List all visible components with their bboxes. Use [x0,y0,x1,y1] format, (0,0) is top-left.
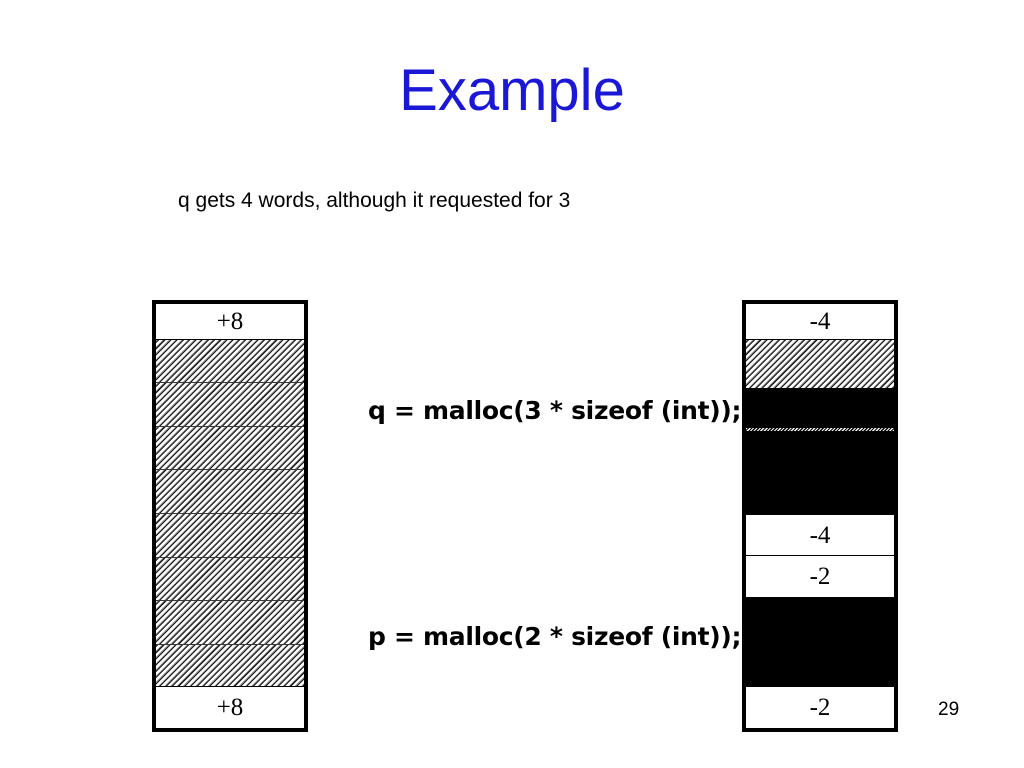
slide-number: 29 [938,699,960,720]
code-line-q-malloc: q = malloc(3 * sizeof (int)); [368,396,742,425]
right-block-q-payload-cell [746,388,894,514]
right-block-q-footer-label: -4 [809,521,831,549]
right-block-p-payload-cell [746,598,894,686]
left-block-payload-cell [156,339,304,384]
left-block-payload-cell [156,557,304,602]
right-block-q-header-label: -4 [809,308,831,335]
right-block-p-footer-cell: -2 [746,686,894,728]
right-block-q-footer-cell: -4 [746,514,894,556]
left-block-header-label: +8 [216,307,244,335]
left-block-payload-cell [156,601,304,645]
left-block-payload-cell [156,426,304,471]
left-block-payload-cell [156,383,304,427]
left-block-footer-cell: +8 [156,686,304,729]
explanatory-note: q gets 4 words, although it requested fo… [178,189,571,212]
right-block-q-padding-cell [746,340,894,388]
right-block-p-footer-label: -2 [809,694,831,721]
left-block-payload-cell [156,644,304,687]
page-title: Example [399,58,625,123]
allocated-heap-block-diagram: -4 -4 -2 -2 [742,300,898,732]
right-block-p-header-label: -2 [809,563,831,590]
free-heap-block-diagram: +8 +8 [152,300,308,732]
right-block-p-header-cell: -2 [746,556,894,598]
q-payload-divider [746,428,894,431]
right-block-q-header-cell: -4 [746,304,894,340]
left-block-payload-cell [156,514,304,558]
left-block-payload-cell [156,470,304,515]
code-line-p-malloc: p = malloc(2 * sizeof (int)); [368,622,742,651]
left-block-footer-label: +8 [216,694,244,722]
left-block-header-cell: +8 [156,304,304,340]
